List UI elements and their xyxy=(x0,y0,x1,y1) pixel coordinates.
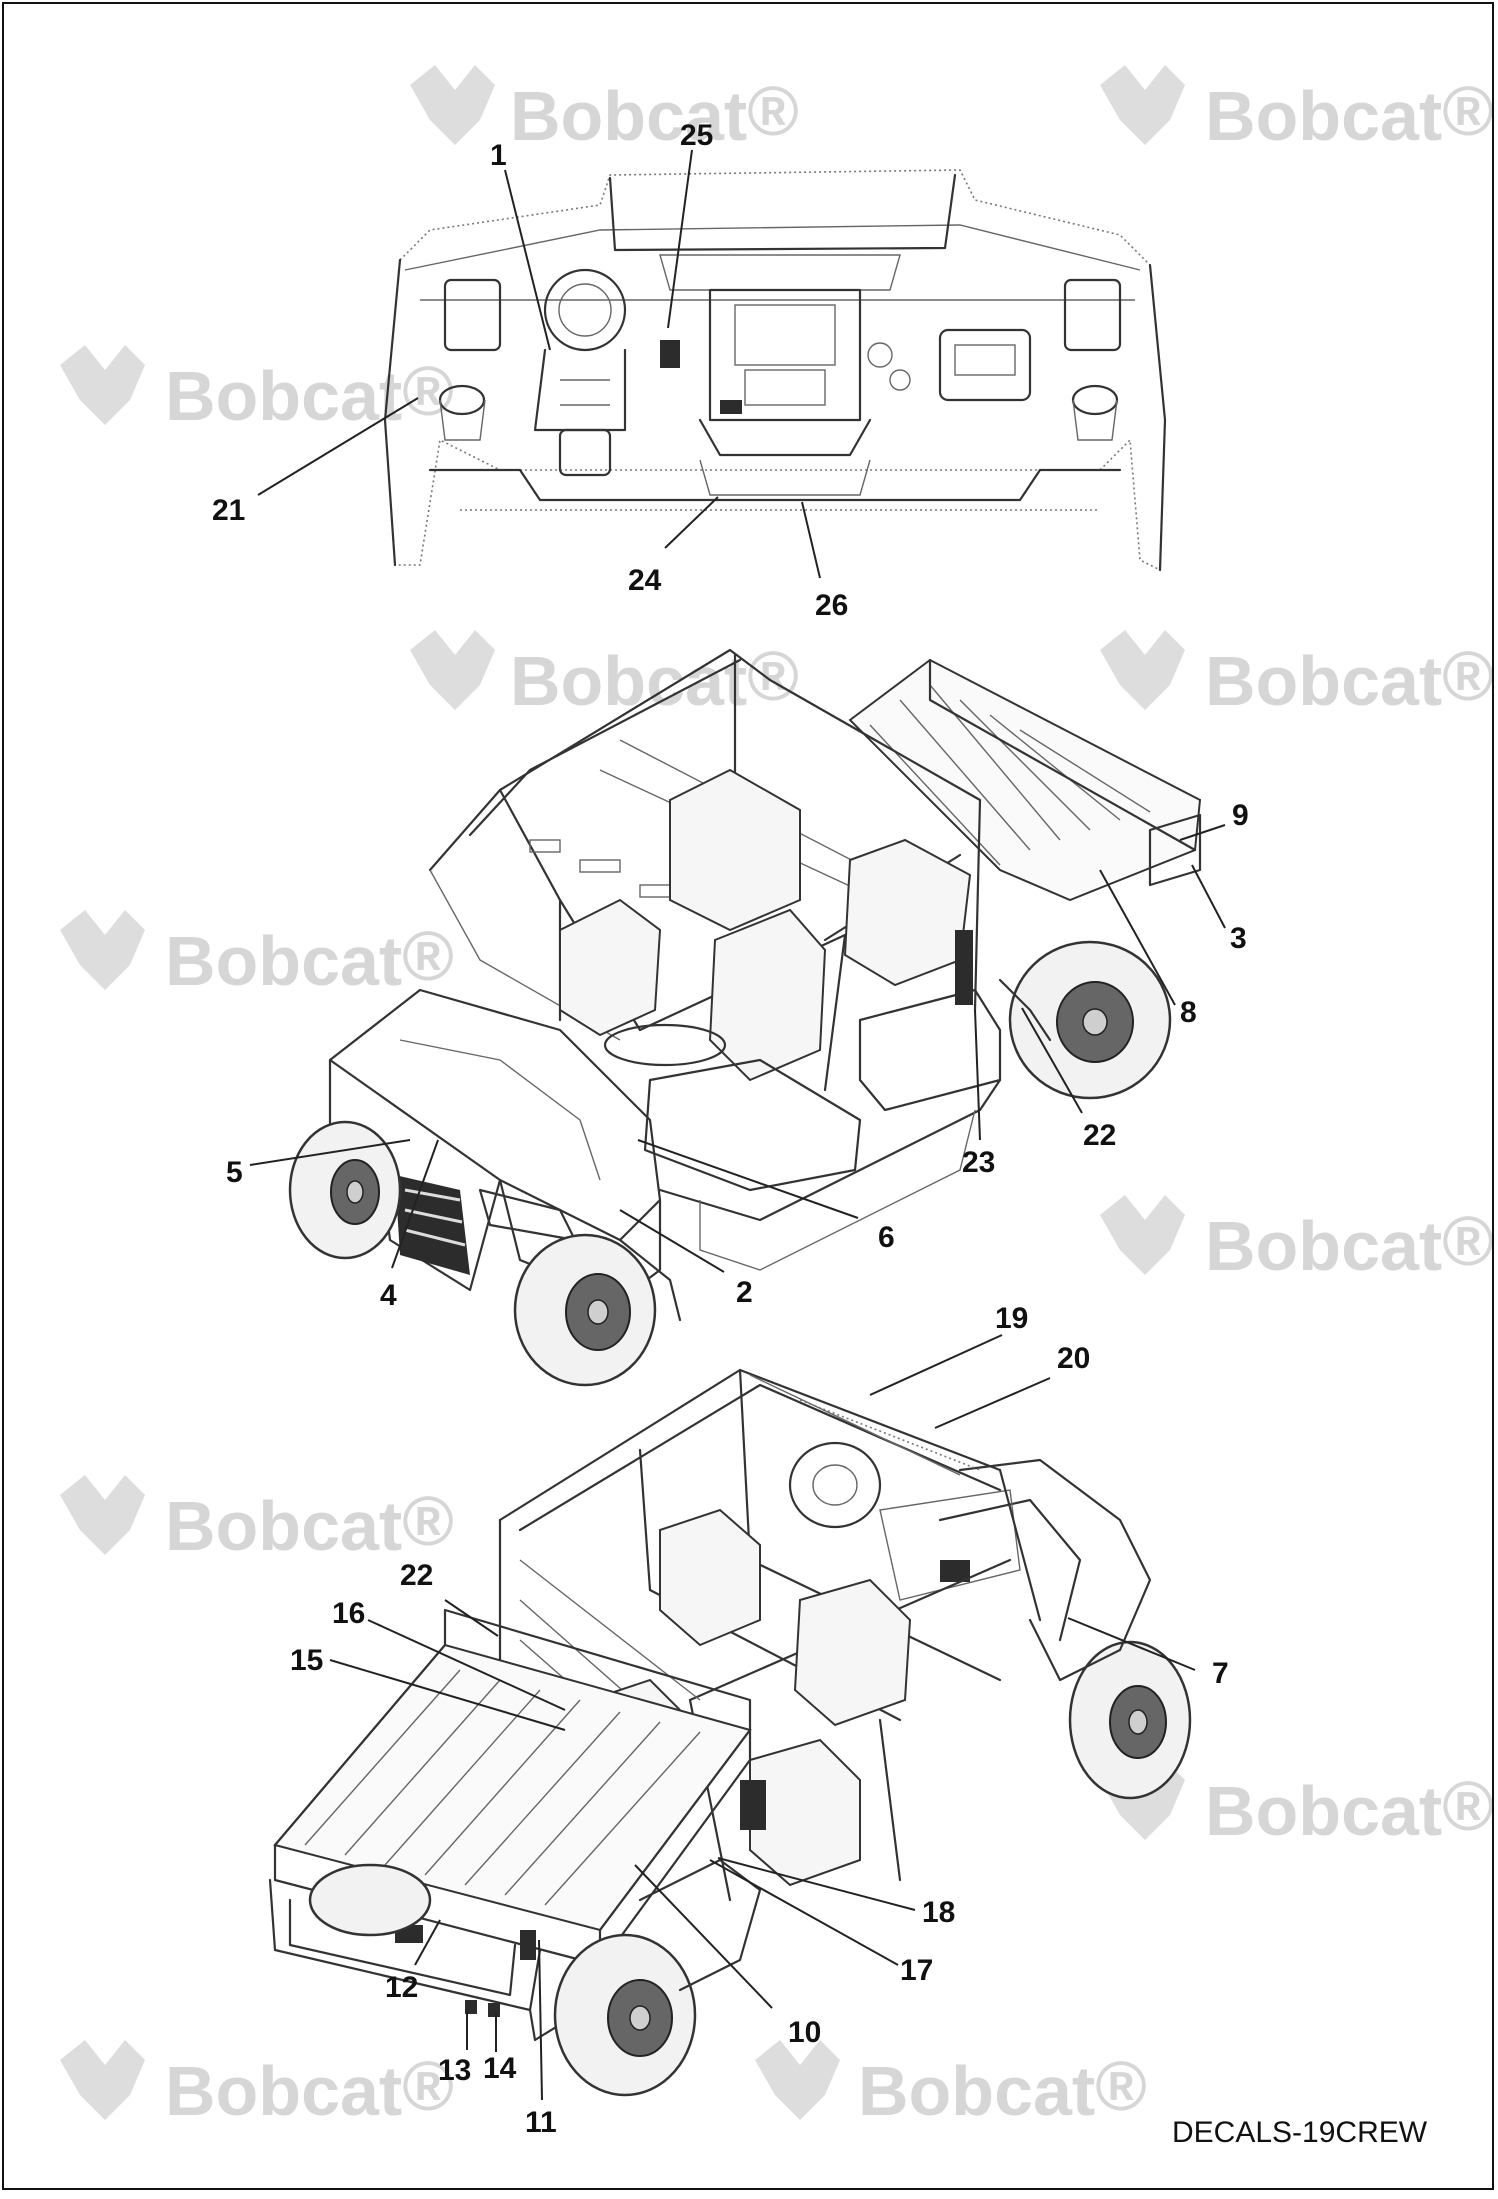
callout-10: 10 xyxy=(788,2016,821,2049)
callout-23: 23 xyxy=(962,1146,995,1179)
callout-3: 3 xyxy=(1230,922,1247,955)
callout-19: 19 xyxy=(995,1302,1028,1335)
watermark: Bobcat® xyxy=(60,1475,454,1565)
dashboard-illustration xyxy=(383,169,1167,572)
bobcat-logo-icon xyxy=(60,345,145,425)
callout-22-rear: 22 xyxy=(400,1559,433,1592)
watermark: Bobcat® xyxy=(60,345,454,435)
callout-24: 24 xyxy=(628,564,662,597)
registered-mark: ® xyxy=(1442,1202,1494,1280)
rear-view-illustration xyxy=(268,1368,1192,2097)
watermark: Bobcat® xyxy=(410,65,799,155)
callout-6: 6 xyxy=(878,1221,895,1254)
wheel xyxy=(288,1120,402,1260)
registered-mark: ® xyxy=(1095,2047,1147,2125)
callout-21: 21 xyxy=(212,494,245,527)
watermark-text: Bobcat® xyxy=(165,2047,454,2130)
callout-15: 15 xyxy=(290,1644,323,1677)
figure-code: DECALS-19CREW xyxy=(1172,2116,1428,2149)
watermark-text: Bobcat® xyxy=(510,637,799,720)
watermark: Bobcat® xyxy=(60,910,454,1000)
watermark-text: Bobcat® xyxy=(510,72,799,155)
registered-mark: ® xyxy=(402,1482,454,1560)
callout-labels: 1 25 21 24 26 9 3 8 22 23 5 6 4 2 19 20 … xyxy=(212,119,1249,2139)
watermark-text: Bobcat® xyxy=(165,1482,454,1565)
callout-2: 2 xyxy=(736,1276,753,1309)
leader-lines xyxy=(249,149,1226,2101)
watermark-layer: Bobcat® Bobcat® Bobcat® Bobcat® Bobcat® xyxy=(60,65,1494,2130)
wheel xyxy=(308,1863,432,1937)
watermark-text: Bobcat® xyxy=(165,917,454,1000)
registered-mark: ® xyxy=(1442,72,1494,150)
callout-20: 20 xyxy=(1057,1342,1090,1375)
bobcat-logo-icon xyxy=(1100,630,1185,710)
bobcat-logo-icon xyxy=(410,65,495,145)
bobcat-logo-icon xyxy=(410,630,495,710)
callout-4: 4 xyxy=(380,1279,397,1312)
callout-1: 1 xyxy=(490,139,507,172)
front-grille xyxy=(395,1175,470,1275)
watermark: Bobcat® xyxy=(755,2040,1147,2130)
registered-mark: ® xyxy=(1442,1767,1494,1845)
callout-22-front: 22 xyxy=(1083,1119,1116,1152)
wheel xyxy=(513,1233,657,1387)
bobcat-logo-icon xyxy=(60,910,145,990)
watermark-text: Bobcat® xyxy=(1205,1767,1494,1850)
callout-14: 14 xyxy=(483,2052,517,2085)
callout-9: 9 xyxy=(1232,799,1249,832)
callout-7: 7 xyxy=(1212,1657,1229,1690)
bobcat-logo-icon xyxy=(1100,65,1185,145)
registered-mark: ® xyxy=(747,72,799,150)
bobcat-logo-icon xyxy=(60,2040,145,2120)
callout-17: 17 xyxy=(900,1954,933,1987)
bobcat-logo-icon xyxy=(755,2040,840,2120)
watermark: Bobcat® xyxy=(1100,1195,1494,1285)
watermark: Bobcat® xyxy=(1100,65,1494,155)
registered-mark: ® xyxy=(402,917,454,995)
watermark-text: Bobcat® xyxy=(1205,1202,1494,1285)
callout-13: 13 xyxy=(438,2054,471,2087)
callout-18: 18 xyxy=(922,1896,955,1929)
callout-12: 12 xyxy=(385,1971,418,2004)
callout-26: 26 xyxy=(815,589,848,622)
watermark-text: Bobcat® xyxy=(1205,72,1494,155)
bobcat-logo-icon xyxy=(60,1475,145,1555)
bobcat-logo-icon xyxy=(1100,1195,1185,1275)
watermark: Bobcat® xyxy=(60,2040,454,2130)
registered-mark: ® xyxy=(402,2047,454,2125)
wheel xyxy=(553,1933,697,2097)
watermark: Bobcat® xyxy=(1100,630,1494,720)
wheel xyxy=(1068,1640,1192,1800)
callout-25: 25 xyxy=(680,119,713,152)
callout-11: 11 xyxy=(525,2106,557,2139)
watermark: Bobcat® xyxy=(410,630,799,720)
callout-16: 16 xyxy=(332,1597,365,1630)
watermark-text: Bobcat® xyxy=(1205,637,1494,720)
registered-mark: ® xyxy=(747,637,799,715)
watermark-text: Bobcat® xyxy=(858,2047,1147,2130)
registered-mark: ® xyxy=(1442,637,1494,715)
callout-8: 8 xyxy=(1180,996,1197,1029)
callout-5: 5 xyxy=(226,1156,243,1189)
